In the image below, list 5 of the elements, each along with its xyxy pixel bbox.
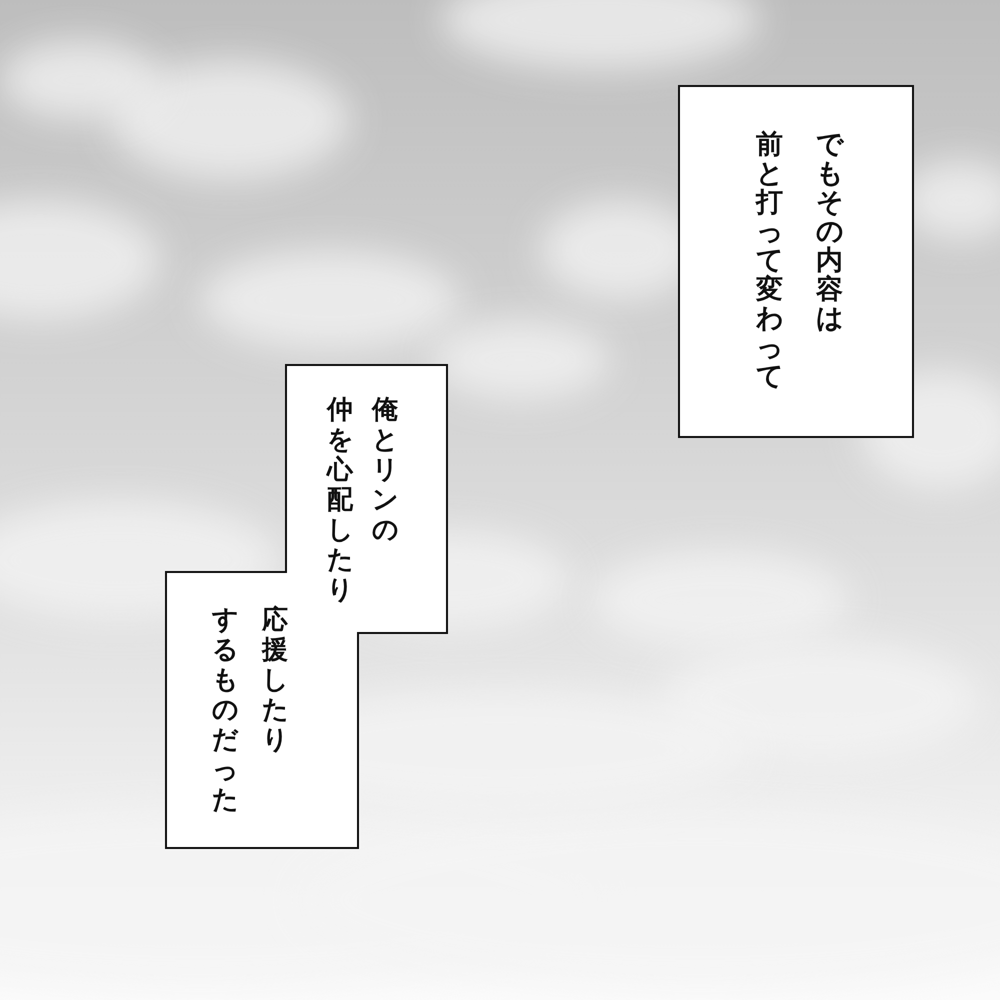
caption-box — [679, 86, 913, 437]
caption-text: 応援したりするものだった — [212, 605, 288, 815]
caption-text: 俺とリンの仲を心配したり — [327, 395, 398, 605]
caption-box — [166, 365, 447, 848]
caption-text: でもその内容は前と打って変わって — [756, 130, 843, 391]
